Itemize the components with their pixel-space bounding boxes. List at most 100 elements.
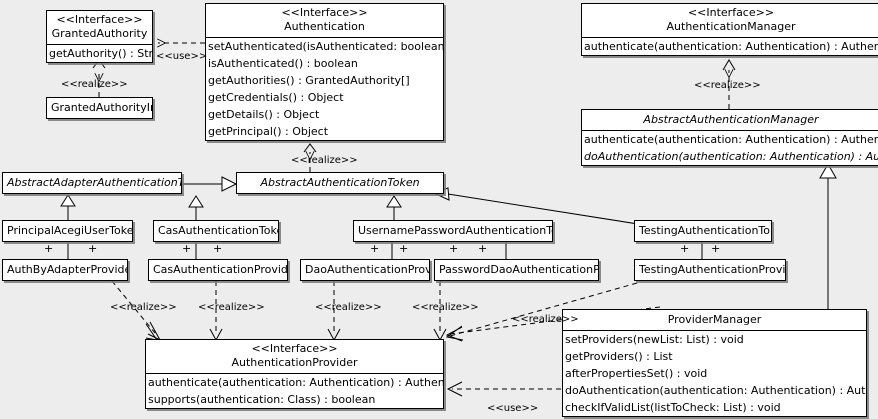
edge-label-realize-casauthenticationprovider: <<realize>> bbox=[198, 302, 265, 313]
multiplicity-plus: + bbox=[370, 242, 380, 255]
members-compartment: authenticate(authentication: Authenticat… bbox=[582, 131, 878, 165]
class-name-label: TestingAuthenticationProvider bbox=[639, 263, 786, 276]
class-username-password-authentication-token[interactable]: UsernamePasswordAuthenticationToken bbox=[353, 220, 553, 242]
class-header: TestingAuthenticationProvider bbox=[635, 260, 785, 280]
edge-label-realize-abstractauthenticationmanager: <<realize>> bbox=[694, 80, 761, 91]
class-abstract-authentication-token[interactable]: AbstractAuthenticationToken bbox=[236, 172, 444, 194]
member-row: authenticate(authentication: Authenticat… bbox=[584, 133, 878, 146]
class-provider-manager[interactable]: ProviderManager setProviders(newList: Li… bbox=[562, 309, 867, 417]
multiplicity-plus: + bbox=[680, 242, 690, 255]
class-auth-by-adapter-provider[interactable]: AuthByAdapterProvider bbox=[2, 259, 128, 281]
class-abstract-adapter-authentication-token[interactable]: AbstractAdapterAuthenticationToken bbox=[2, 172, 182, 194]
members-compartment: authenticate(authentication: Authenticat… bbox=[582, 38, 878, 55]
member-row: getPrincipal() : Object bbox=[208, 125, 329, 138]
class-cas-authentication-token[interactable]: CasAuthenticationToken bbox=[153, 220, 279, 242]
member-row: authenticate(authentication: Authenticat… bbox=[584, 40, 878, 53]
multiplicity-plus: + bbox=[213, 242, 223, 255]
class-name-label: TestingAuthenticationToken bbox=[639, 224, 771, 237]
class-dao-authentication-provider[interactable]: DaoAuthenticationProvider bbox=[300, 259, 430, 281]
divider bbox=[582, 130, 878, 131]
class-name-label: AuthenticationManager bbox=[666, 20, 796, 33]
class-name-label: UsernamePasswordAuthenticationToken bbox=[358, 224, 552, 237]
divider bbox=[47, 44, 152, 45]
class-header: AbstractAuthenticationManager bbox=[582, 110, 878, 130]
edge-label-use-authentication-grantedauthority: <<use>> bbox=[156, 51, 208, 62]
members-compartment: setAuthenticated(isAuthenticated: boolea… bbox=[206, 38, 443, 140]
member-row: getAuthorities() : GrantedAuthority[] bbox=[208, 74, 410, 87]
member-row: afterPropertiesSet() : void bbox=[565, 367, 708, 380]
member-row: setProviders(newList: List) : void bbox=[565, 333, 744, 346]
class-cas-authentication-provider[interactable]: CasAuthenticationProvider bbox=[148, 259, 288, 281]
edge-label-realize-grantedauthorityimpl: <<realize>> bbox=[61, 79, 128, 90]
class-header: <<Interface>> AuthenticationManager bbox=[582, 4, 878, 37]
stereotype-label: <<Interface>> bbox=[281, 6, 368, 19]
class-header: CasAuthenticationProvider bbox=[149, 260, 287, 280]
member-row: doAuthentication(authentication: Authent… bbox=[584, 150, 878, 163]
member-row: getAuthority() : String bbox=[49, 47, 153, 60]
class-password-dao-authentication-provider[interactable]: PasswordDaoAuthenticationProvider bbox=[434, 259, 599, 281]
class-authentication-manager[interactable]: <<Interface>> AuthenticationManager auth… bbox=[581, 3, 878, 56]
edge-label-realize-providermanager: <<realize>> bbox=[512, 314, 579, 325]
divider bbox=[206, 37, 443, 38]
members-compartment: getAuthority() : String bbox=[47, 45, 152, 62]
member-row: isAuthenticated() : boolean bbox=[208, 57, 358, 70]
class-header: PasswordDaoAuthenticationProvider bbox=[435, 260, 598, 280]
multiplicity-plus: + bbox=[399, 242, 409, 255]
class-header: ProviderManager bbox=[563, 310, 866, 330]
class-name-label: CasAuthenticationProvider bbox=[153, 263, 288, 276]
class-header: PrincipalAcegiUserToken bbox=[3, 221, 132, 241]
member-row: getDetails() : Object bbox=[208, 108, 320, 121]
class-name-label: ProviderManager bbox=[667, 313, 762, 326]
edge-label-realize-passworddaoauthenticationprovider: <<realize>> bbox=[412, 302, 479, 313]
class-name-label: AbstractAdapterAuthenticationToken bbox=[7, 176, 181, 189]
stereotype-label: <<Interface>> bbox=[56, 13, 143, 26]
multiplicity-plus: + bbox=[711, 242, 721, 255]
class-name-label: AuthByAdapterProvider bbox=[7, 263, 128, 276]
members-compartment: setProviders(newList: List) : void getPr… bbox=[563, 331, 866, 416]
class-name-label: Authentication bbox=[284, 20, 365, 33]
member-row: getProviders() : List bbox=[565, 350, 673, 363]
class-header: AbstractAdapterAuthenticationToken bbox=[3, 173, 181, 193]
class-granted-authority[interactable]: <<Interface>> GrantedAuthority getAuthor… bbox=[46, 10, 153, 63]
edge-label-realize-abstractauthenticationtoken: <<realize>> bbox=[291, 155, 358, 166]
class-abstract-authentication-manager[interactable]: AbstractAuthenticationManager authentica… bbox=[581, 109, 878, 166]
class-name-label: CasAuthenticationToken bbox=[158, 224, 279, 237]
class-name-label: PasswordDaoAuthenticationProvider bbox=[439, 263, 599, 276]
class-authentication-provider[interactable]: <<Interface>> AuthenticationProvider aut… bbox=[145, 339, 444, 409]
member-row: authenticate(authentication: Authenticat… bbox=[148, 376, 443, 389]
class-principal-acegi-user-token[interactable]: PrincipalAcegiUserToken bbox=[2, 220, 133, 242]
class-header: GrantedAuthorityImpl bbox=[47, 98, 152, 118]
multiplicity-plus: + bbox=[478, 242, 488, 255]
member-row: checkIfValidList(listToCheck: List) : vo… bbox=[565, 401, 781, 414]
class-header: UsernamePasswordAuthenticationToken bbox=[354, 221, 552, 241]
class-name-label: AbstractAuthenticationManager bbox=[643, 113, 819, 126]
class-header: DaoAuthenticationProvider bbox=[301, 260, 429, 280]
class-name-label: PrincipalAcegiUserToken bbox=[7, 224, 133, 237]
class-header: <<Interface>> GrantedAuthority bbox=[47, 11, 152, 44]
class-name-label: DaoAuthenticationProvider bbox=[305, 263, 430, 276]
edge-label-realize-authbyadapterprovider: <<realize>> bbox=[110, 302, 177, 313]
class-name-label: AuthenticationProvider bbox=[231, 356, 358, 369]
members-compartment: authenticate(authentication: Authenticat… bbox=[146, 374, 443, 408]
class-authentication[interactable]: <<Interface>> Authentication setAuthenti… bbox=[205, 3, 444, 141]
divider bbox=[146, 373, 443, 374]
edge-label-use-providermanager-authenticationprovider: <<use>> bbox=[487, 403, 539, 414]
member-row: setAuthenticated(isAuthenticated: boolea… bbox=[208, 40, 444, 53]
class-name-label: AbstractAuthenticationToken bbox=[260, 176, 420, 189]
class-name-label: GrantedAuthorityImpl bbox=[51, 101, 152, 114]
stereotype-label: <<Interface>> bbox=[687, 6, 775, 19]
class-testing-authentication-provider[interactable]: TestingAuthenticationProvider bbox=[634, 259, 786, 281]
class-header: TestingAuthenticationToken bbox=[635, 221, 771, 241]
member-row: getCredentials() : Object bbox=[208, 91, 344, 104]
edge-label-realize-daoauthenticationprovider: <<realize>> bbox=[315, 302, 382, 313]
divider bbox=[582, 37, 878, 38]
multiplicity-plus: + bbox=[182, 242, 192, 255]
class-testing-authentication-token[interactable]: TestingAuthenticationToken bbox=[634, 220, 772, 242]
class-granted-authority-impl[interactable]: GrantedAuthorityImpl bbox=[46, 97, 153, 119]
class-header: <<Interface>> AuthenticationProvider bbox=[146, 340, 443, 373]
stereotype-label: <<Interface>> bbox=[251, 342, 338, 355]
member-row: supports(authentication: Class) : boolea… bbox=[148, 393, 376, 406]
class-header: AuthByAdapterProvider bbox=[3, 260, 127, 280]
class-header: AbstractAuthenticationToken bbox=[237, 173, 443, 193]
